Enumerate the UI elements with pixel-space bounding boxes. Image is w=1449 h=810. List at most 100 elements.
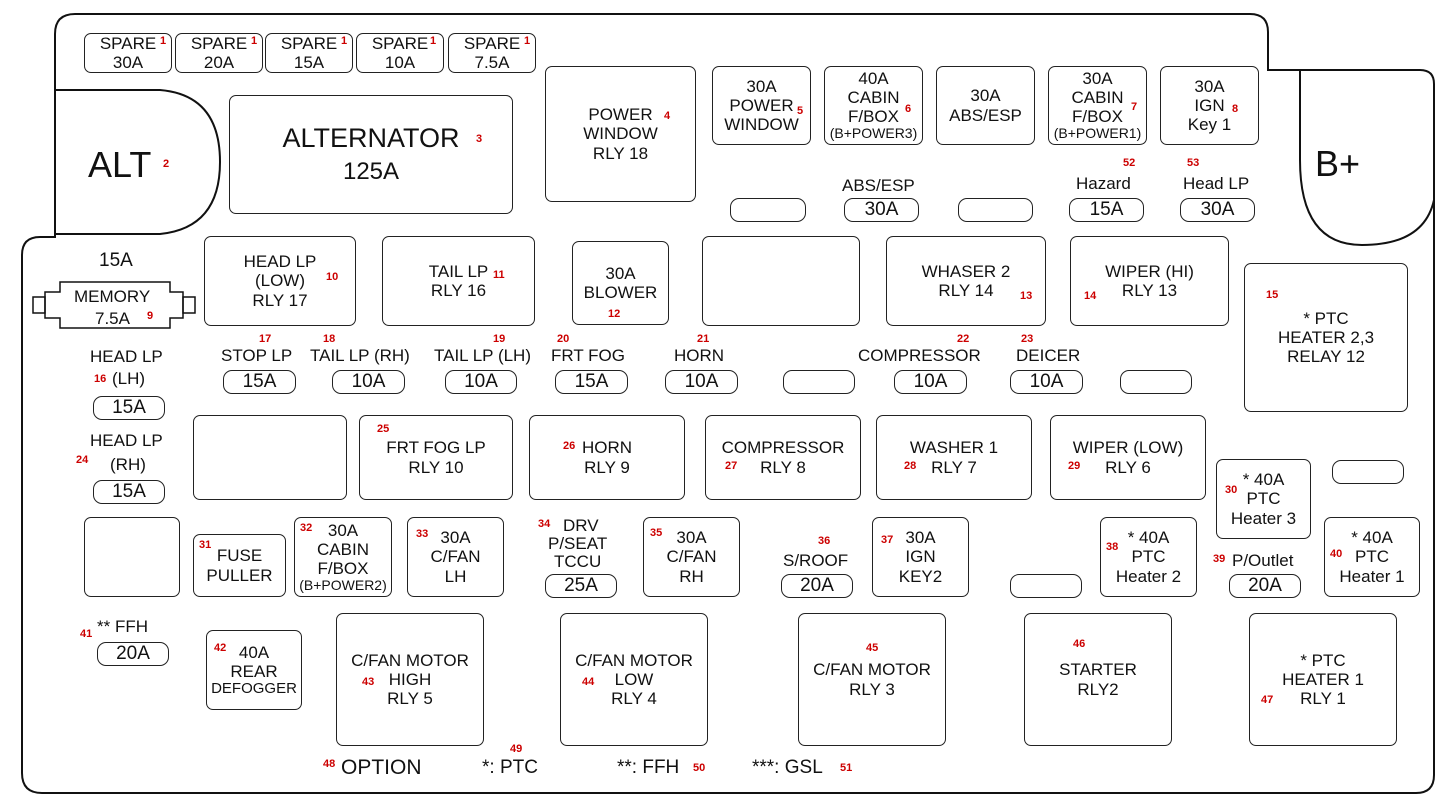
item-number: 4: [664, 110, 671, 122]
relay-line: C/FAN MOTOR: [575, 650, 693, 670]
item-number: 29: [1068, 460, 1081, 472]
fuse-line: Key 1: [1187, 115, 1232, 135]
relay-line: HIGH: [388, 669, 432, 689]
relay-line: TAIL LP: [428, 261, 489, 281]
fuse-line: * 40A: [1127, 528, 1170, 548]
relay-line: RLY 18: [592, 143, 649, 163]
empty-fuse-slot: [958, 198, 1033, 222]
item-number: 42: [214, 642, 227, 654]
fuse-line: CABIN: [1071, 88, 1124, 108]
fuse-line: 40A: [238, 642, 270, 662]
item-number: 20: [557, 333, 570, 345]
fuse-label: HEAD LP: [90, 431, 163, 450]
item-number: 45: [866, 642, 879, 654]
item-number: 15: [1266, 289, 1279, 301]
item-number: 27: [725, 460, 738, 472]
fuse-line: (B+POWER2): [299, 576, 387, 593]
item-number: 49: [510, 743, 523, 755]
item-number: 34: [538, 518, 551, 530]
item-number: 1: [160, 35, 167, 47]
relay-line: COMPRESSOR: [721, 438, 845, 458]
fuse-line: * 40A: [1242, 470, 1285, 490]
item-number: 17: [259, 333, 272, 345]
item-number: 36: [818, 535, 831, 547]
spare-label: SPARE: [371, 33, 429, 53]
relay-line: RLY 13: [1121, 281, 1178, 300]
relay-line: HEATER 1: [1282, 669, 1364, 689]
fuse-line: 30A: [327, 520, 359, 540]
item-number: 38: [1106, 541, 1119, 553]
empty-fuse-slot: [783, 370, 855, 394]
fuse-tail-lp-rh-10a: 10A: [332, 370, 405, 394]
fuse-line: Heater 3: [1230, 508, 1297, 528]
empty-fuse-slot: [1332, 460, 1404, 484]
relay-line: RLY 8: [760, 457, 806, 477]
item-number: 31: [199, 539, 212, 551]
relay-line: LOW: [614, 669, 654, 689]
spare-rating: 15A: [293, 53, 325, 72]
item-number: 43: [362, 676, 375, 688]
item-number: 39: [1213, 553, 1226, 565]
item-number: 21: [697, 333, 710, 345]
item-number: 13: [1020, 290, 1033, 302]
empty-fuse-slot: [1010, 574, 1082, 598]
spare-rating: 7.5A: [474, 53, 510, 72]
fuse-label: Head LP: [1183, 174, 1250, 193]
fuse-deicer-10a: 10A: [1010, 370, 1083, 394]
fuse-head-lp-rh-15a: 15A: [93, 480, 165, 504]
fuse-label: HORN: [674, 346, 725, 365]
item-number: 18: [323, 333, 336, 345]
item-number: 37: [881, 534, 894, 546]
puller-line: FUSE: [216, 546, 263, 566]
relay-line: RLY 4: [611, 689, 657, 709]
fuse-line: 30A: [605, 263, 636, 283]
item-number: 23: [1021, 333, 1034, 345]
fuse-p-outlet-20a: 20A: [1229, 574, 1301, 598]
fuse-ffh-20a: 20A: [97, 642, 169, 666]
relay-line: WINDOW: [583, 124, 658, 144]
fuse-compressor-10a: 10A: [894, 370, 967, 394]
fuse-drv-pseat-25a: 25A: [545, 574, 617, 598]
fuse-line: Heater 1: [1339, 566, 1405, 586]
item-number: 19: [493, 333, 506, 345]
fuse-line: 30A: [970, 86, 1001, 106]
item-number: 5: [797, 105, 804, 117]
spare-rating: 30A: [112, 53, 144, 72]
relay-line: RLY 10: [408, 457, 464, 477]
fuse-hazard-15a: 15A: [1069, 198, 1144, 222]
item-number: 1: [524, 35, 531, 47]
item-number: 41: [80, 628, 93, 640]
relay-line: WIPER (HI): [1105, 261, 1194, 281]
relay-line: RLY 6: [1105, 457, 1151, 477]
spare-label: SPARE: [190, 33, 248, 53]
wiper-low-relay: WIPER (LOW)RLY 6: [1050, 415, 1206, 500]
item-number: 52: [1123, 157, 1136, 169]
item-number: 47: [1261, 694, 1274, 706]
empty-fuse-slot: [84, 517, 180, 597]
fuse-line: DEFOGGER: [211, 679, 297, 697]
fuse-frt-fog-15a: 15A: [555, 370, 628, 394]
relay-line: STARTER: [1059, 660, 1137, 680]
item-number: 22: [957, 333, 970, 345]
alt-terminal-label: ALT: [88, 144, 152, 185]
fuse-label: COMPRESSOR: [858, 346, 981, 365]
item-number: 1: [251, 35, 258, 47]
fuse-line: POWER: [729, 95, 794, 115]
relay-line: RLY2: [1077, 679, 1119, 699]
